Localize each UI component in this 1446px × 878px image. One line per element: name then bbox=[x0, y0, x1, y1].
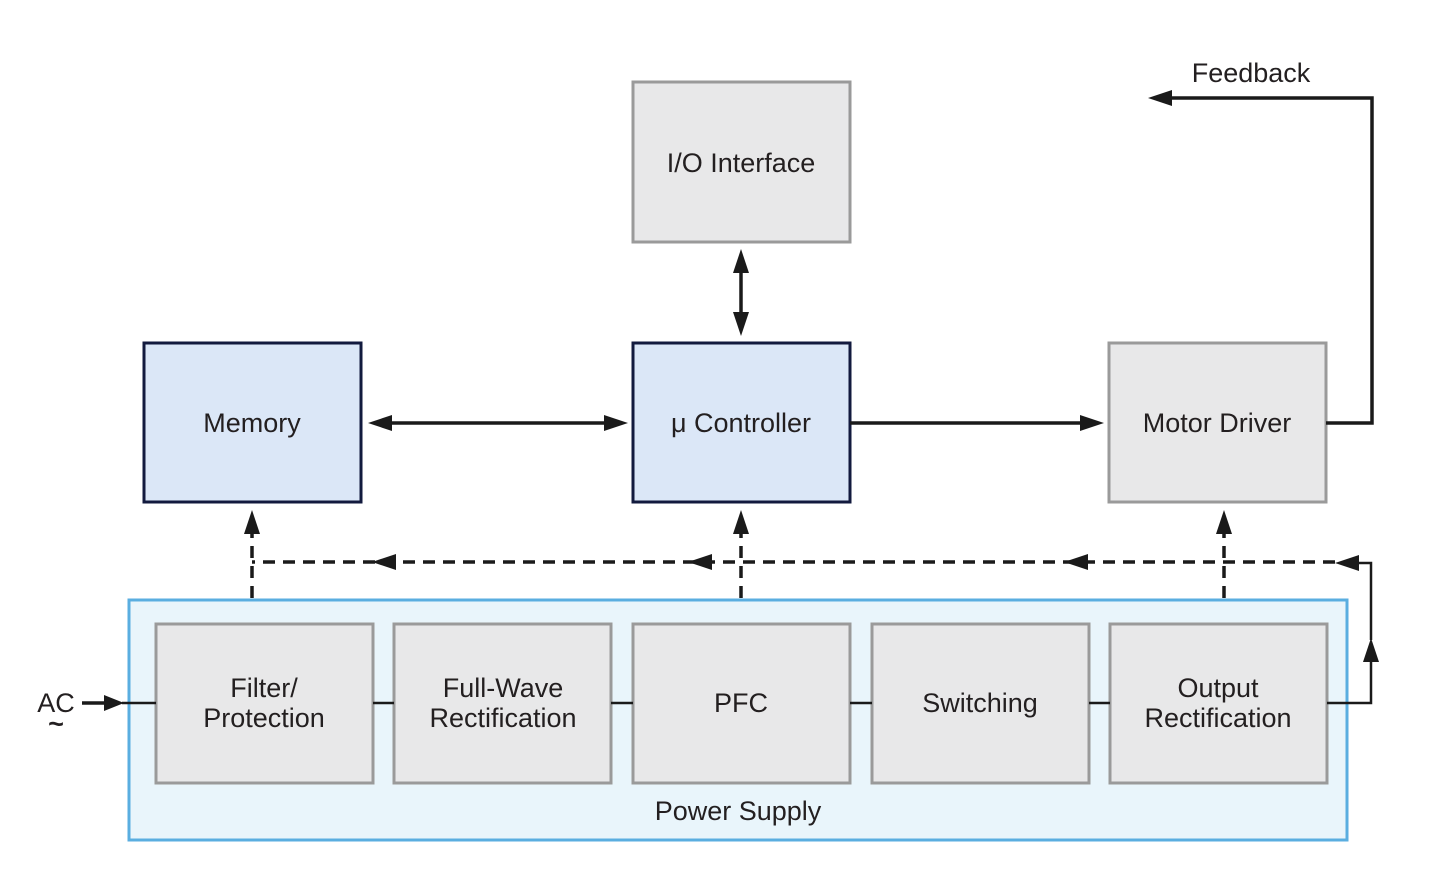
filter-protection-block: Filter/ Protection bbox=[154, 622, 375, 785]
io-interface-block: I/O Interface bbox=[631, 80, 852, 244]
memory-block: Memory bbox=[142, 341, 363, 504]
output-to-bus-line bbox=[1327, 555, 1379, 705]
power-supply-label: Power Supply bbox=[655, 796, 822, 826]
ac-input-label: AC bbox=[37, 688, 75, 718]
io-interface-label: I/O Interface bbox=[667, 148, 816, 178]
filter-protection-label-line1: Filter/ bbox=[230, 673, 298, 703]
controller-motor-arrow bbox=[850, 415, 1104, 431]
pfc-label: PFC bbox=[714, 688, 768, 718]
motor-driver-block: Motor Driver bbox=[1107, 341, 1328, 504]
io-controller-arrow bbox=[733, 249, 749, 336]
ac-symbol: ~ bbox=[48, 709, 64, 739]
feedback-label: Feedback bbox=[1192, 58, 1311, 88]
full-wave-label-line2: Rectification bbox=[429, 703, 576, 733]
memory-controller-arrow bbox=[368, 415, 628, 431]
controller-block: μ Controller bbox=[631, 341, 852, 504]
filter-protection-label-line2: Protection bbox=[203, 703, 325, 733]
feedback-line bbox=[1148, 90, 1374, 425]
output-rectification-label-line1: Output bbox=[1177, 673, 1259, 703]
power-distribution-bus bbox=[244, 510, 1335, 598]
controller-label: μ Controller bbox=[671, 408, 811, 438]
output-rectification-label-line2: Rectification bbox=[1144, 703, 1291, 733]
switching-block: Switching bbox=[870, 622, 1091, 785]
switching-label: Switching bbox=[922, 688, 1038, 718]
motor-driver-label: Motor Driver bbox=[1143, 408, 1292, 438]
pfc-block: PFC bbox=[631, 622, 852, 785]
ac-input-arrow bbox=[82, 695, 156, 711]
memory-label: Memory bbox=[203, 408, 301, 438]
full-wave-rectification-block: Full-Wave Rectification bbox=[392, 622, 613, 785]
full-wave-label-line1: Full-Wave bbox=[443, 673, 564, 703]
output-rectification-block: Output Rectification bbox=[1108, 622, 1329, 785]
